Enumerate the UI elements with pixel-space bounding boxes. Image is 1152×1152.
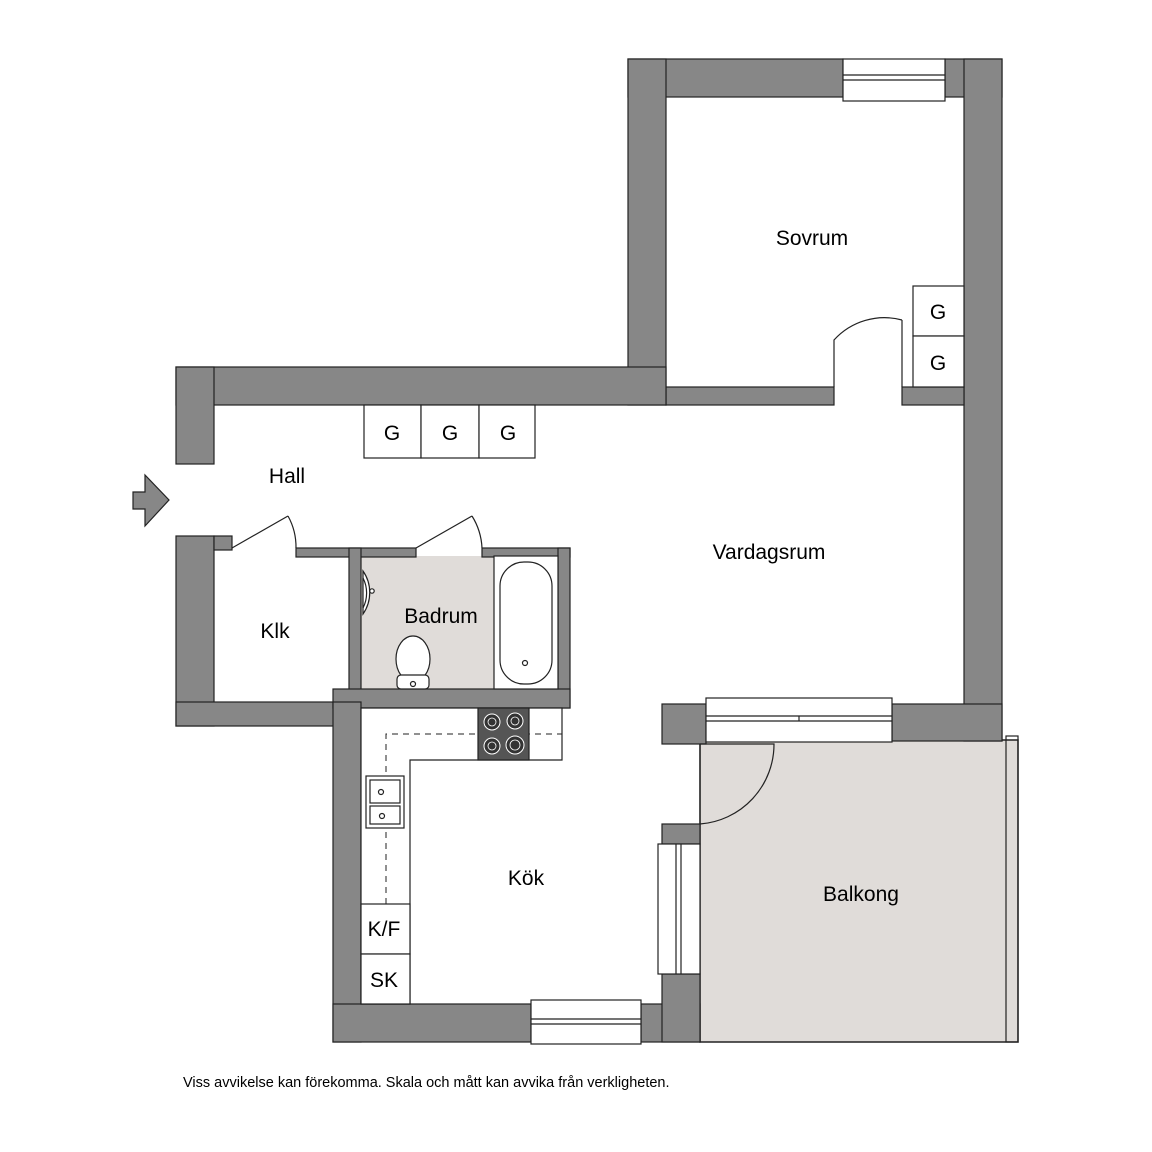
room-label-sovrum: Sovrum — [776, 227, 848, 250]
stove — [477, 707, 530, 761]
wall-kitchen-west — [332, 701, 362, 1043]
room-label-vardagsrum: Vardagsrum — [713, 541, 826, 564]
windows — [530, 58, 946, 1045]
wall-closet-top — [213, 535, 233, 551]
wardrobe-1-label: G — [384, 422, 400, 445]
wall-kitchen-south-left — [332, 1003, 532, 1043]
wardrobe-bedroom-1-label: G — [930, 301, 946, 324]
walls — [175, 58, 1003, 1043]
window-kitchen-east — [657, 843, 701, 975]
bathtub — [493, 555, 559, 690]
wall-kitchen-east-lower — [661, 973, 701, 1043]
wall-west-upper — [175, 366, 215, 465]
wall-bedroom-bottom-left — [665, 386, 835, 406]
bathroom-sink — [362, 569, 375, 616]
hall-wardrobes — [363, 404, 536, 459]
room-label-kok: Kök — [508, 867, 545, 890]
wardrobe-2 — [420, 404, 480, 459]
door-bathroom — [415, 515, 483, 549]
toilet — [395, 635, 431, 690]
appliance-boxes — [360, 903, 411, 1005]
wall-bath-south — [332, 688, 571, 709]
disclaimer-text: Viss avvikelse kan förekomma. Skala och … — [183, 1075, 670, 1091]
room-label-klk: Klk — [260, 620, 290, 643]
broom-closet-label: SK — [370, 969, 398, 992]
balcony-floor — [699, 739, 1019, 1043]
wall-kitchen-east-upper — [661, 703, 707, 745]
window-living — [705, 697, 893, 743]
door-closet — [231, 515, 297, 549]
wardrobe-2-label: G — [442, 422, 458, 445]
door-bedroom — [833, 317, 903, 387]
room-label-badrum: Badrum — [404, 605, 478, 628]
doors — [231, 317, 903, 825]
wardrobe-3-label: G — [500, 422, 516, 445]
wall-hall-top — [175, 366, 667, 406]
wall-bath-east — [557, 547, 571, 709]
door-balcony — [699, 743, 775, 825]
wall-east — [963, 58, 1003, 742]
window-bedroom — [842, 58, 946, 102]
wall-bedroom-bottom-right — [901, 386, 965, 406]
wardrobe-bedroom-2 — [912, 335, 965, 388]
balcony-railing — [1005, 735, 1019, 1043]
fridge-freezer-label: K/F — [368, 918, 401, 941]
wall-kitchen-east-mid — [661, 823, 701, 845]
entrance-arrow-icon — [132, 473, 170, 528]
wardrobe-bedroom-2-label: G — [930, 352, 946, 375]
wall-closet-bath — [348, 547, 362, 703]
broom-closet — [360, 953, 411, 1005]
kitchen-sink — [365, 775, 405, 829]
room-label-balkong: Balkong — [823, 883, 899, 906]
wall-living-south-right — [891, 703, 1003, 742]
window-kitchen-south — [530, 999, 642, 1045]
wall-bedroom-left — [627, 58, 667, 406]
room-label-hall: Hall — [269, 465, 305, 488]
wall-west-lower — [175, 535, 215, 727]
wardrobe-3 — [478, 404, 536, 459]
fridge-freezer — [360, 903, 411, 955]
bedroom-wardrobes — [912, 285, 965, 388]
wall-closet-bottom — [175, 701, 362, 727]
